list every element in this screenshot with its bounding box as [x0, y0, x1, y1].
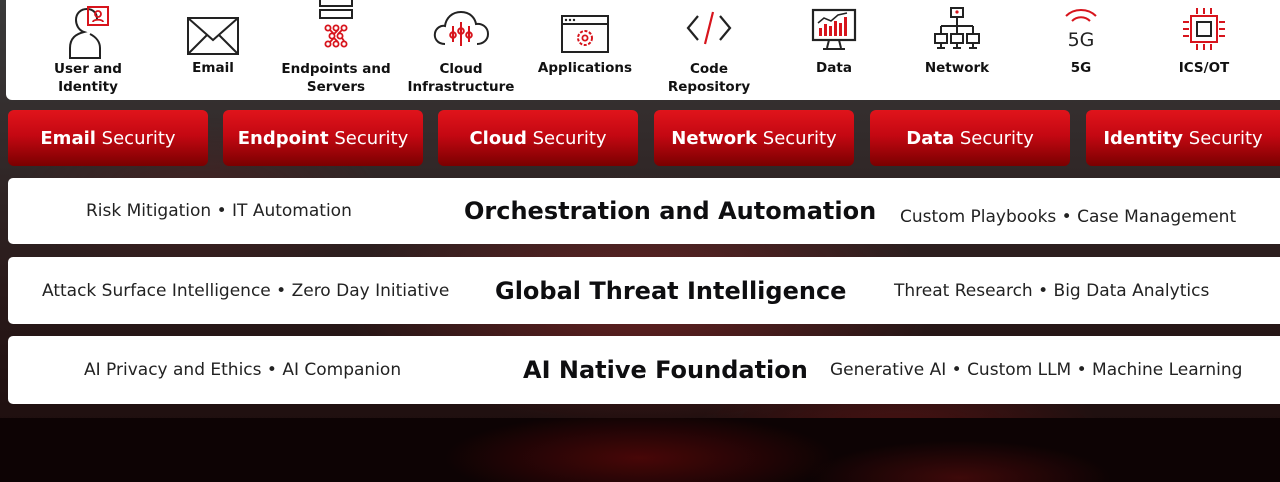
- category-email[interactable]: Email: [151, 0, 275, 100]
- code-icon: [686, 11, 732, 45]
- button-bold-label: Data: [906, 127, 955, 149]
- endpoint-security-button[interactable]: Endpoint Security: [223, 110, 423, 166]
- category-network[interactable]: Network: [895, 0, 1019, 100]
- button-label: Security: [1188, 127, 1263, 149]
- data-monitor-icon: [811, 8, 857, 50]
- button-bold-label: Endpoint: [237, 127, 329, 149]
- 5g-glyph-text: 5G: [1068, 29, 1095, 51]
- category-endpoints[interactable]: Endpoints and Servers: [274, 0, 398, 100]
- data-security-button[interactable]: Data Security: [870, 110, 1070, 166]
- threat-intelligence-row: Attack Surface Intelligence • Zero Day I…: [8, 257, 1280, 324]
- email-security-button[interactable]: Email Security: [8, 110, 208, 166]
- button-bold-label: Email: [40, 127, 96, 149]
- category-label: Email: [192, 60, 234, 76]
- button-label: Security: [959, 127, 1034, 149]
- category-icon-panel: User and Identity Email Endpoints and Se…: [6, 0, 1280, 100]
- row-title: Global Threat Intelligence: [495, 276, 847, 305]
- row-left-text: Attack Surface Intelligence • Zero Day I…: [42, 280, 450, 301]
- category-label: User and Identity: [54, 61, 122, 95]
- category-applications[interactable]: Applications: [523, 0, 647, 100]
- category-label: Endpoints and Servers: [281, 61, 391, 95]
- category-user-identity[interactable]: User and Identity: [26, 0, 150, 100]
- button-bold-label: Network: [671, 127, 758, 149]
- cloud-security-button[interactable]: Cloud Security: [438, 110, 638, 166]
- cloud-icon: [433, 10, 490, 46]
- category-label: Code Repository: [667, 61, 751, 95]
- button-bold-label: Cloud: [469, 127, 527, 149]
- orchestration-row: Risk Mitigation • IT Automation Orchestr…: [8, 178, 1280, 244]
- background-band: [0, 418, 1280, 482]
- applications-icon: [561, 15, 609, 53]
- category-label: 5G: [1070, 60, 1092, 76]
- category-5g[interactable]: 5G 5G: [1019, 0, 1143, 100]
- button-label: Security: [532, 127, 607, 149]
- network-icon: [934, 7, 980, 49]
- category-code-repository[interactable]: Code Repository: [647, 0, 771, 100]
- row-title: Orchestration and Automation: [464, 197, 877, 225]
- category-cloud[interactable]: Cloud Infrastructure: [399, 0, 523, 100]
- row-right-text: Generative AI • Custom LLM • Machine Lea…: [830, 360, 1243, 380]
- category-ics-ot[interactable]: ICS/OT: [1142, 0, 1266, 100]
- button-bold-label: Identity: [1103, 127, 1184, 149]
- ai-foundation-row: AI Privacy and Ethics • AI Companion AI …: [8, 336, 1280, 404]
- row-left-text: AI Privacy and Ethics • AI Companion: [84, 360, 402, 380]
- row-right-text: Threat Research • Big Data Analytics: [894, 280, 1210, 301]
- button-label: Security: [101, 127, 176, 149]
- 5g-icon: 5G: [1065, 9, 1097, 51]
- email-icon: [187, 17, 239, 55]
- category-label: Data: [816, 60, 852, 76]
- category-label: ICS/OT: [1178, 60, 1230, 76]
- category-label: Network: [924, 60, 990, 76]
- category-label: Applications: [537, 60, 633, 76]
- server-icon: [319, 0, 353, 48]
- chip-icon: [1183, 8, 1225, 50]
- row-title: AI Native Foundation: [523, 356, 808, 384]
- button-label: Security: [762, 127, 837, 149]
- category-data[interactable]: Data: [772, 0, 896, 100]
- row-left-text: Risk Mitigation • IT Automation: [86, 201, 352, 221]
- network-security-button[interactable]: Network Security: [654, 110, 854, 166]
- identity-security-button[interactable]: Identity Security: [1086, 110, 1280, 166]
- button-label: Security: [334, 127, 409, 149]
- category-label: Cloud Infrastructure: [407, 61, 515, 95]
- user-identity-icon: [69, 6, 109, 59]
- row-right-text: Custom Playbooks • Case Management: [900, 207, 1237, 227]
